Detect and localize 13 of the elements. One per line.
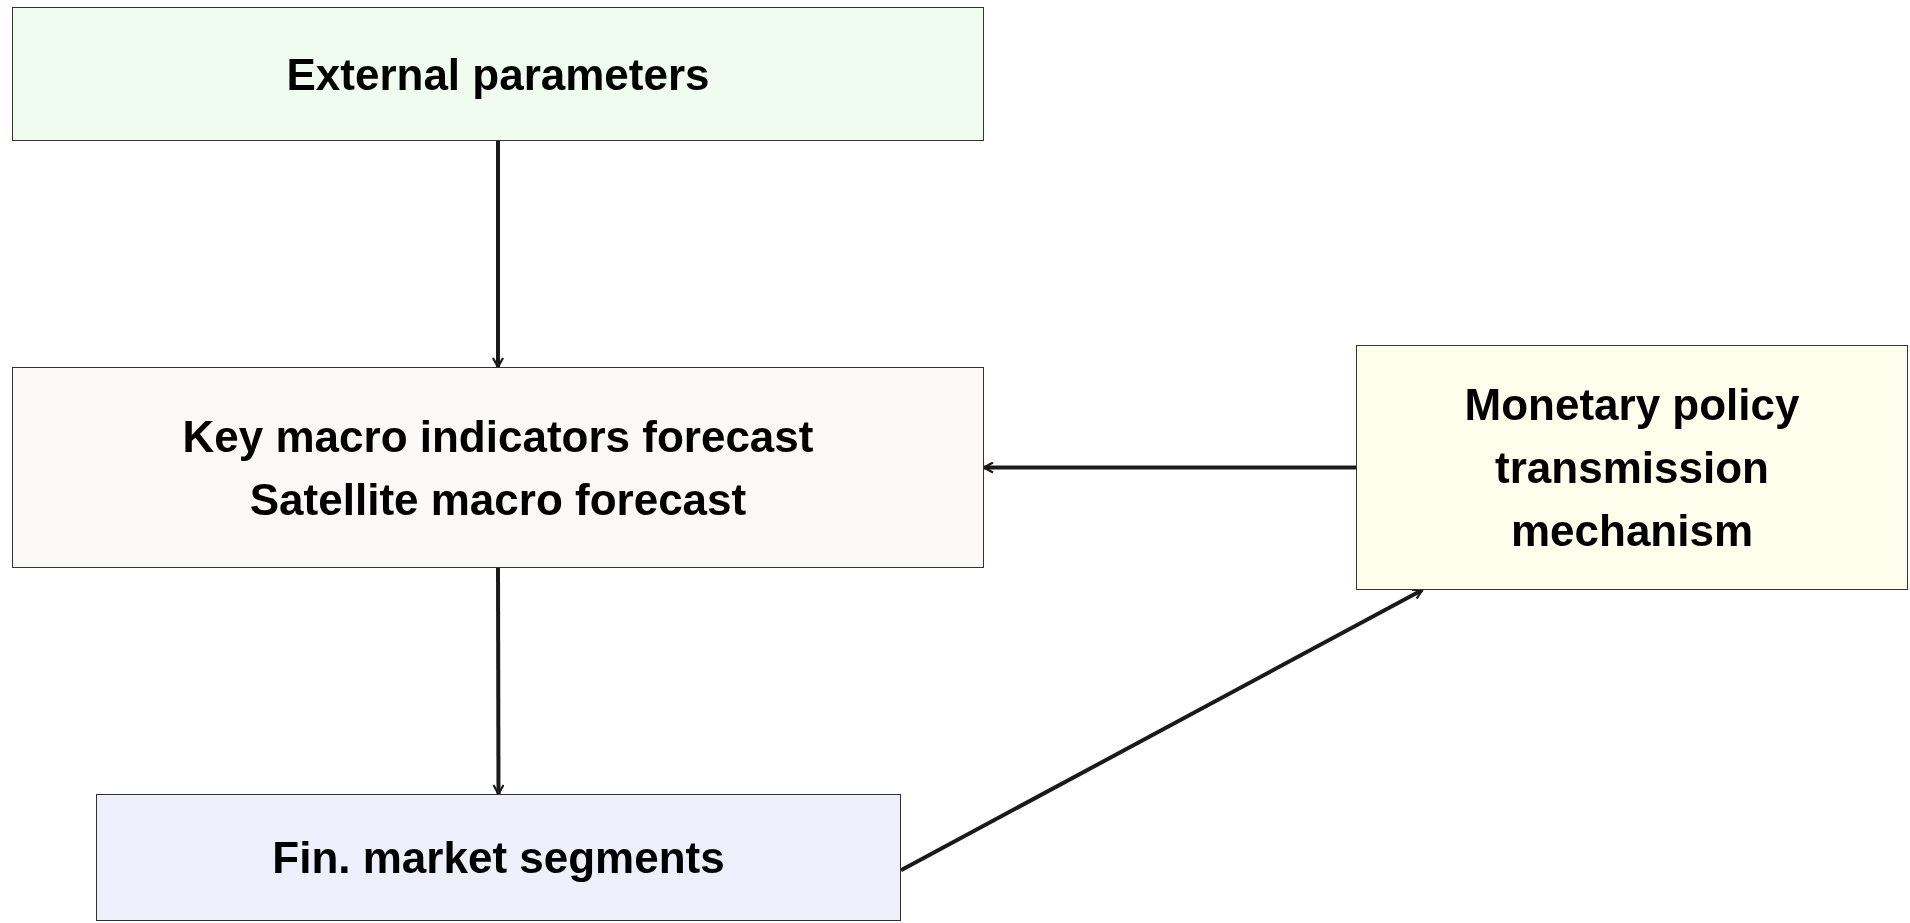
arrow (900, 588, 1424, 872)
process-box (1356, 345, 1908, 590)
box-label: Satellite macro forecast (248, 473, 748, 526)
arrow (982, 461, 1356, 474)
process-box (12, 367, 984, 568)
box-label: Key macro indicators forecast (181, 410, 815, 463)
box-label: Fin. market segments (271, 832, 726, 884)
arrow (491, 141, 505, 369)
arrow (492, 568, 505, 796)
box-label: External parameters (285, 48, 711, 101)
process-box (96, 794, 901, 921)
process-box (12, 7, 984, 141)
box-label: Monetary policy transmission mechanism (1463, 379, 1801, 557)
